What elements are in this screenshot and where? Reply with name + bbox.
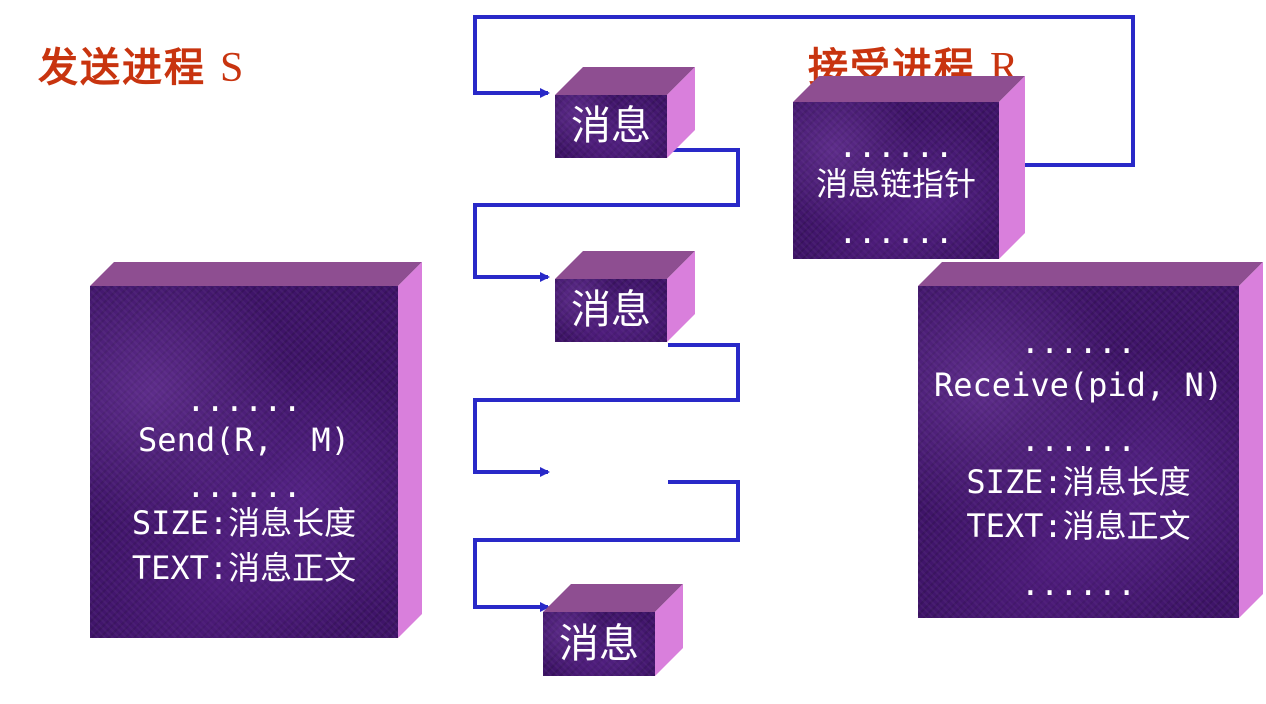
sender-process-box: ...... Send(R, M) ...... SIZE:消息长度 TEXT:… <box>90 262 422 638</box>
receiver-line-4: SIZE:消息长度 <box>966 463 1191 501</box>
message-label-1: 消息 <box>571 103 651 149</box>
sender-title-cjk: 发送进程 <box>38 44 206 91</box>
pointer-line-1: ...... <box>838 127 954 165</box>
pointer-link-line <box>473 15 1135 167</box>
sender-line-5: TEXT:消息正文 <box>131 549 357 587</box>
receiver-line-2: Receive(pid, N) <box>934 366 1223 404</box>
message-label-3: 消息 <box>559 621 639 667</box>
link-line-2 <box>473 343 740 477</box>
sender-title-latin: S <box>220 45 246 91</box>
sender-line-1: ...... <box>186 381 302 419</box>
receiver-line-6: ...... <box>1020 565 1137 603</box>
message-node-3: 消息 <box>543 584 683 676</box>
message-label-2: 消息 <box>571 287 651 333</box>
sender-line-3: ...... <box>186 467 302 505</box>
receiver-process-box: ...... Receive(pid, N) ...... SIZE:消息长度 … <box>918 262 1263 618</box>
link-line-3 <box>473 480 740 612</box>
sender-line-2: Send(R, M) <box>138 421 350 459</box>
message-node-1: 消息 <box>555 67 695 158</box>
sender-line-4: SIZE:消息长度 <box>131 504 357 542</box>
receiver-line-3: ...... <box>1020 421 1137 459</box>
receiver-line-5: TEXT:消息正文 <box>966 507 1191 545</box>
sender-title: 发送进程 S <box>38 35 245 93</box>
receiver-pointer-box: ...... 消息链指针 ...... <box>793 76 1025 259</box>
pointer-line-2: 消息链指针 <box>815 165 976 203</box>
message-node-2: 消息 <box>555 251 695 342</box>
pointer-line-3: ...... <box>838 213 954 251</box>
link-line-1 <box>473 148 740 282</box>
receiver-line-1: ...... <box>1020 323 1137 361</box>
